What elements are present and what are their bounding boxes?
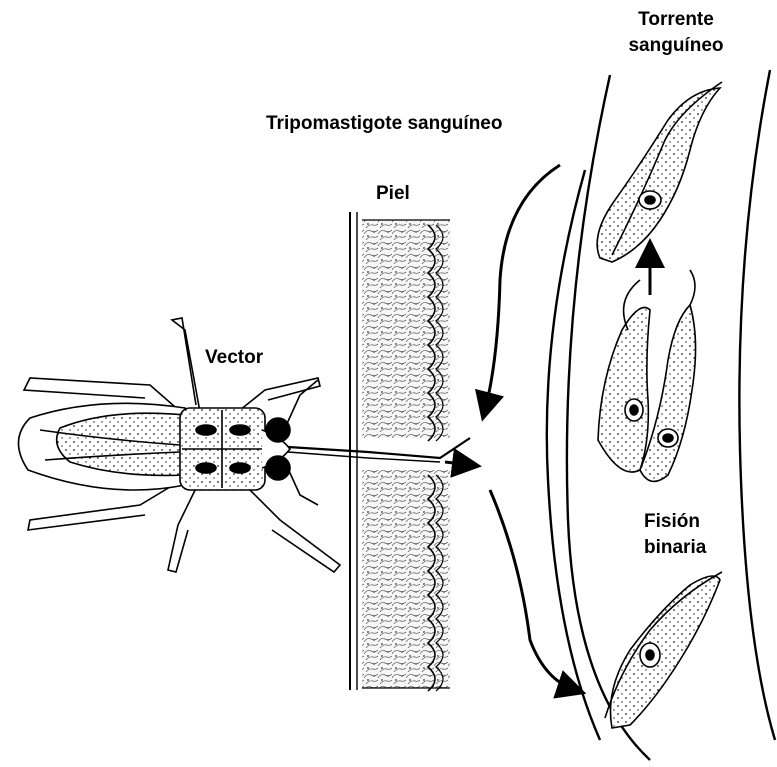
- label-torrente-line1: Torrente: [622, 8, 730, 32]
- trypomastigote-bottom: [605, 572, 722, 728]
- label-piel: Piel: [376, 182, 410, 206]
- trypomastigote-top: [597, 82, 722, 262]
- label-torrente-line2: sanguíneo: [614, 34, 738, 58]
- label-tripomastigote: Tripomastigote sanguíneo: [266, 112, 502, 136]
- label-vector: Vector: [205, 346, 263, 370]
- trypomastigote-dividing: [598, 270, 696, 481]
- label-fision-line1: Fisión: [644, 510, 700, 534]
- label-fision-line2: binaria: [644, 536, 706, 560]
- flow-arrows: [445, 165, 575, 690]
